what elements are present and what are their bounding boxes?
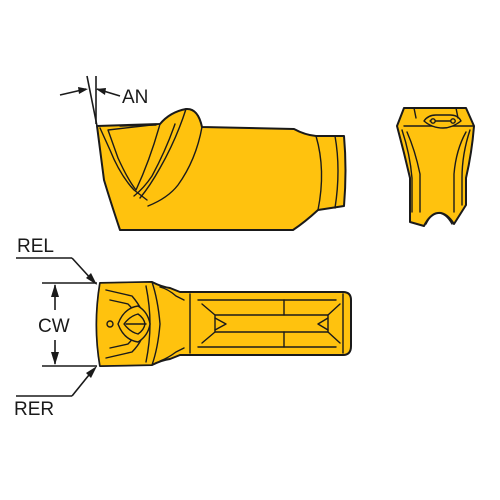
end-view-inner-left — [406, 131, 421, 213]
rer-arrow — [86, 366, 97, 378]
end-view-groove-dot-right — [450, 118, 456, 124]
end-view-taper-right — [461, 129, 471, 206]
end-view-bottom-notch — [425, 212, 453, 225]
side-view-shank-step — [315, 135, 323, 211]
end-view-taper-left — [401, 129, 413, 213]
rel-arrow — [86, 273, 97, 285]
an-label: AN — [122, 87, 148, 108]
rer-label: RER — [14, 399, 54, 420]
top-view-shank-groove-right — [327, 303, 341, 344]
an-left-arrow — [78, 87, 88, 94]
top-view-chip-dot — [106, 320, 114, 328]
side-view-edge-curve-1 — [139, 108, 187, 199]
side-view-top-land — [119, 124, 157, 127]
end-view-top-notch — [413, 107, 459, 119]
side-view-chipbreaker — [107, 123, 161, 191]
end-view — [396, 107, 475, 227]
top-view-shank-groove-left — [201, 303, 216, 344]
end-view-groove-dot-left — [430, 118, 436, 124]
side-view-edge-curve-2 — [133, 123, 176, 197]
top-view-neck-line-top — [159, 286, 185, 301]
top-view — [95, 281, 352, 367]
side-view-edge-curve-3 — [147, 126, 203, 207]
top-view-neck-line-bottom — [159, 347, 185, 362]
an-right-arrow — [96, 88, 106, 95]
rel-label: REL — [17, 236, 54, 257]
dimensions: REL CW RER — [14, 236, 97, 420]
cw-arrow-top — [51, 284, 59, 297]
cw-arrow-bottom — [51, 352, 59, 365]
side-view: AN — [59, 75, 347, 231]
side-view-rake-face — [99, 127, 148, 201]
top-view-shank-slot — [214, 317, 329, 331]
cw-label: CW — [38, 316, 70, 337]
end-view-inner-right — [453, 131, 467, 213]
side-view-end-face — [334, 135, 339, 209]
